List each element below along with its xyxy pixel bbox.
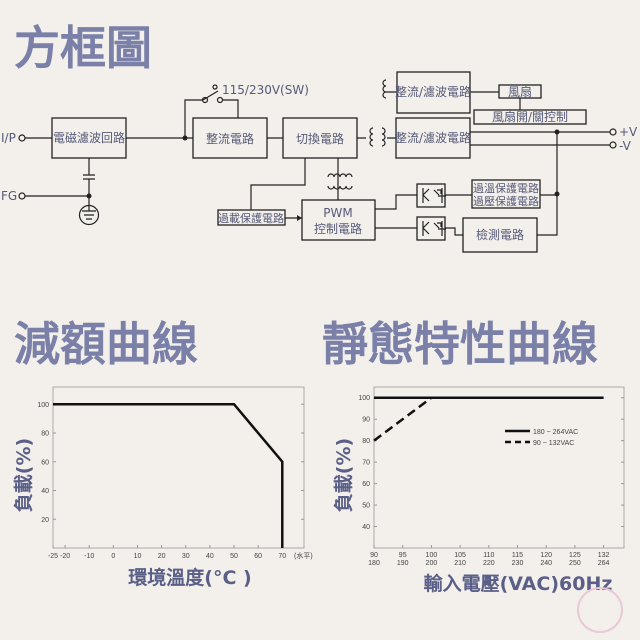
- aux-rect-filter-label: 整流/濾波電路: [395, 84, 471, 99]
- transformer-icon: [369, 127, 386, 147]
- aux-rect-filter-block: 整流/濾波電路: [395, 71, 471, 114]
- x-tick-label: -10: [84, 553, 94, 560]
- main-rect-filter-label: 整流/濾波電路: [395, 130, 471, 145]
- x-unit-note: (水平): [294, 551, 313, 560]
- y-tick-label: 80: [41, 431, 49, 438]
- derating-y-label: 負載(%): [12, 438, 35, 512]
- x-tick-label-bottom: 200: [426, 560, 438, 567]
- derating-curve-title: 減額曲線: [14, 317, 198, 371]
- x-tick-label-top: 95: [399, 552, 407, 559]
- main-rect-filter-block: 整流/濾波電路: [395, 117, 471, 159]
- x-tick-label-bottom: 190: [397, 560, 409, 567]
- x-tick-label: 10: [134, 553, 142, 560]
- series-line-derating: [53, 403, 284, 548]
- x-tick-label: -25: [48, 553, 58, 560]
- overload-block: 過載保護電路: [217, 209, 286, 226]
- fan-control-block: 風扇開/關控制: [473, 109, 587, 125]
- legend-label: 180 ~ 264VAC: [533, 429, 578, 436]
- neg-output-terminal: [609, 141, 617, 149]
- switching-block: 切換電路: [282, 117, 358, 159]
- y-tick-label: 100: [37, 402, 49, 409]
- fg-terminal: [18, 192, 26, 200]
- x-tick-label-bottom: 230: [512, 560, 524, 567]
- rectifier-label: 整流電路: [206, 131, 254, 146]
- optocoupler-icon: [416, 216, 446, 241]
- x-tick-label-top: 125: [569, 552, 581, 559]
- y-tick-label: 70: [362, 460, 370, 467]
- x-tick-label-bottom: 240: [540, 560, 552, 567]
- series-line-1: [373, 396, 433, 442]
- input-label: I/P: [1, 131, 16, 145]
- fan-control-label: 風扇開/關控制: [492, 109, 568, 124]
- switch-label: 115/230V(SW): [222, 83, 309, 97]
- derating-x-label: 環境溫度(°C ): [128, 566, 251, 589]
- emi-filter-label: 電磁濾波回路: [53, 130, 125, 145]
- optocoupler-icon: [416, 183, 446, 208]
- x-tick-label-top: 115: [512, 552, 523, 559]
- x-tick-label-top: 100: [426, 552, 438, 559]
- pwm-label: PWM: [323, 206, 352, 220]
- neg-output-label: -V: [619, 139, 632, 153]
- legend-label: 90 ~ 132VAC: [533, 440, 574, 447]
- pos-output-label: +V: [619, 125, 638, 139]
- fan-block: 風扇: [498, 84, 542, 99]
- y-tick-label: 100: [358, 395, 370, 402]
- x-tick-label: 70: [278, 553, 286, 560]
- x-tick-label: 30: [182, 553, 190, 560]
- x-tick-label-bottom: 250: [569, 560, 581, 567]
- pwm-control-label: 控制電路: [314, 221, 362, 236]
- switch-icon: [202, 90, 219, 101]
- x-tick-label: 40: [206, 553, 214, 560]
- static-y-label: 負載(%): [332, 438, 355, 512]
- x-tick-label-bottom: 180: [368, 560, 380, 567]
- y-tick-label: 50: [362, 503, 370, 510]
- y-tick-label: 60: [362, 481, 370, 488]
- overload-label: 過載保護電路: [218, 211, 284, 225]
- switching-label: 切換電路: [296, 131, 344, 146]
- input-terminal: [18, 134, 26, 142]
- x-tick-label: -20: [60, 553, 70, 560]
- watermark-logo: [577, 587, 623, 633]
- derating-chart: -25-20 -10 0 10 20 30 40 50 60 70 (水平) 20 40 60 80 100: [37, 386, 313, 560]
- x-tick-label: 50: [230, 553, 238, 560]
- y-tick-label: 40: [362, 524, 370, 531]
- block-diagram-title: 方框圖: [14, 21, 152, 75]
- y-tick-label: 40: [41, 488, 49, 495]
- y-tick-label: 20: [41, 517, 49, 524]
- x-tick-label-bottom: 220: [483, 560, 495, 567]
- y-tick-label: 80: [362, 438, 370, 445]
- plot-frame: [52, 386, 305, 549]
- static-x-label: 輸入電壓(VAC)60Hz: [424, 572, 613, 595]
- x-tick-label-top: 110: [483, 552, 494, 559]
- fan-label: 風扇: [508, 84, 532, 99]
- x-tick-label: 0: [111, 553, 115, 560]
- aux-transformer-icon: [382, 79, 397, 99]
- rectifier-block: 整流電路: [192, 117, 268, 159]
- x-tick-label-bottom: 210: [454, 560, 466, 567]
- pwm-transformer-icon: [327, 173, 353, 190]
- emi-filter-block: 電磁濾波回路: [51, 117, 127, 159]
- y-tick-label: 90: [362, 417, 370, 424]
- x-tick-label-top: 132: [598, 552, 610, 559]
- x-tick-label-top: 120: [540, 552, 552, 559]
- ground-icon: [78, 204, 100, 226]
- static-curve-title: 靜態特性曲線: [322, 317, 598, 371]
- fg-label: FG: [1, 189, 17, 203]
- pos-output-terminal: [609, 128, 617, 136]
- x-tick-label: 20: [158, 553, 166, 560]
- detect-block: 檢測電路: [462, 217, 538, 253]
- x-tick-label: 60: [254, 553, 262, 560]
- plot-frame: [373, 386, 625, 549]
- diagram-wires: [18, 79, 617, 241]
- static-chart: 9018095190100200105210110220115230120240…: [358, 386, 625, 567]
- x-tick-label-top: 90: [370, 552, 378, 559]
- x-tick-label-bottom: 264: [598, 560, 610, 567]
- detect-label: 檢測電路: [476, 227, 524, 242]
- x-tick-label-top: 105: [454, 552, 466, 559]
- over-temp-label: 過溫保護電路: [473, 181, 539, 195]
- over-voltage-label: 過壓保護電路: [473, 194, 539, 208]
- y-tick-label: 60: [41, 459, 49, 466]
